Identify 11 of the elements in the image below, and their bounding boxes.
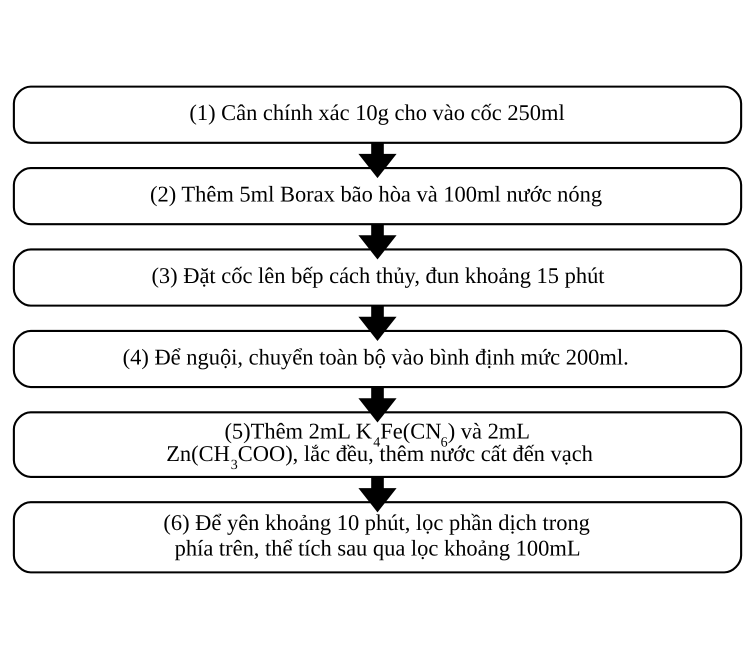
node-box: (6) Để yên khoảng 10 phút, lọc phần dịch trong phía trên, thể tích sau qua lọc khoảng 100mL	[12, 501, 742, 574]
node-box: (3) Đặt cốc lên bếp cách thủy, đun khoảng 15 phút	[12, 248, 742, 307]
node-box: (5)Thêm 2mL K$_{4}$Fe(CN$_{6}$) và 2mL Zn(CH$_{3}$COO), lắc đều, thêm nước cất đến vạch	[12, 411, 742, 478]
node-box: (2) Thêm 5ml Borax bão hòa và 100ml nước nóng	[12, 167, 742, 226]
arrow	[358, 143, 397, 178]
arrow	[358, 388, 397, 423]
arrow	[358, 224, 397, 260]
arrow	[358, 476, 397, 512]
node-box: (4) Để nguội, chuyển toàn bộ vào bình định mức 200ml.	[12, 330, 742, 388]
node-box: (1) Cân chính xác 10g cho vào cốc 250ml	[12, 86, 742, 144]
arrow	[358, 306, 397, 341]
